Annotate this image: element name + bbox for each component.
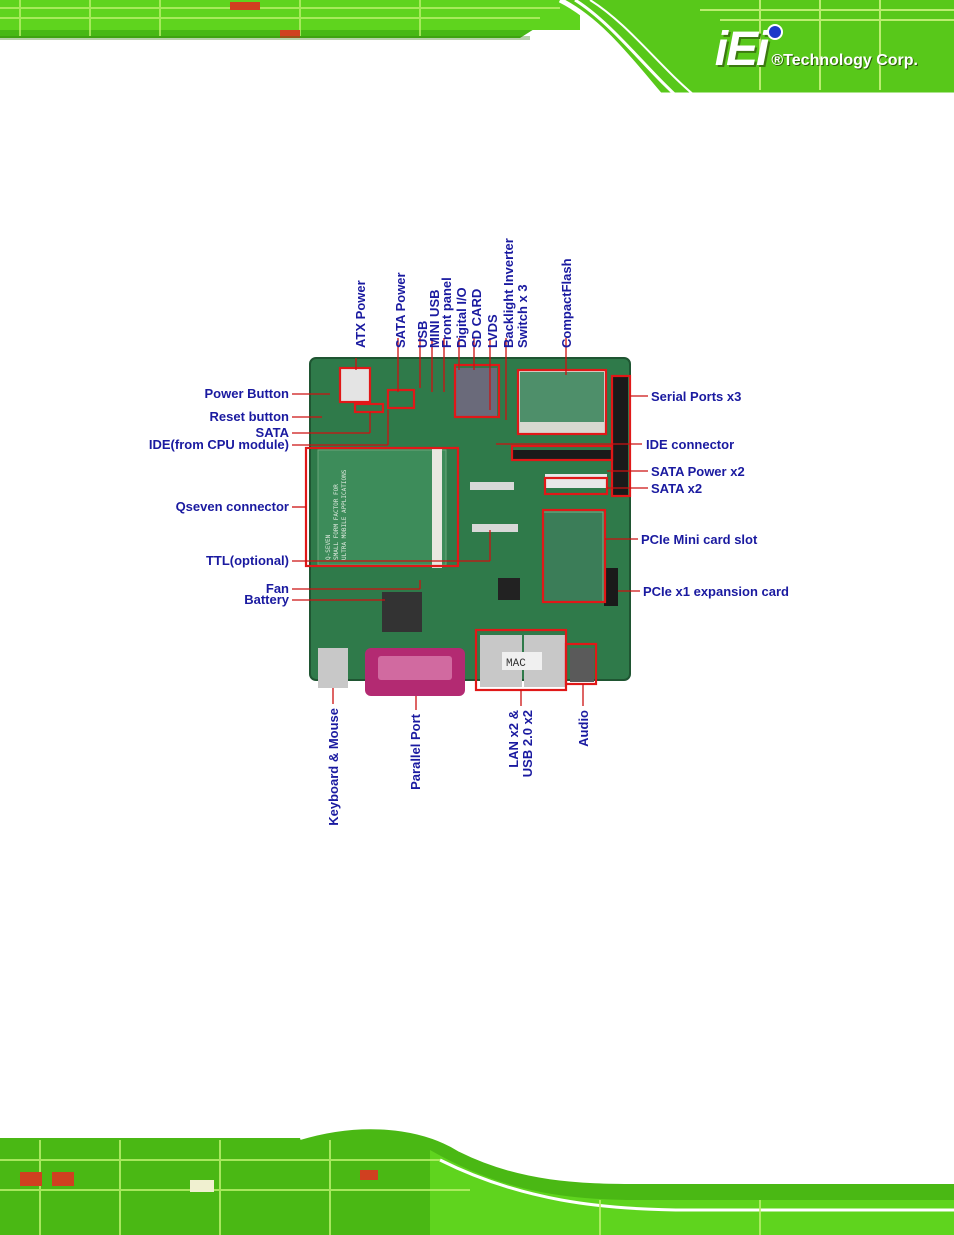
left-leaders bbox=[292, 393, 491, 601]
label-lan-x2: LAN x2 & bbox=[506, 710, 521, 768]
logo-text: ®Technology Corp. bbox=[771, 52, 918, 69]
board-photo: MAC Q-SEVEN SMALL FORM FACTOR FOR ULTRA … bbox=[309, 357, 631, 696]
label-qseven-connector: Qseven connector bbox=[176, 499, 289, 514]
label-sata-power: SATA Power bbox=[393, 272, 408, 348]
label-atx-power: ATX Power bbox=[353, 280, 368, 348]
bottom-labels: Keyboard & Mouse Parallel Port LAN x2 & … bbox=[326, 708, 591, 826]
label-compactflash: CompactFlash bbox=[559, 258, 574, 348]
label-usb-2-x2: USB 2.0 x2 bbox=[520, 710, 535, 777]
label-ttl-optional: TTL(optional) bbox=[206, 553, 289, 568]
bottom-leaders bbox=[332, 684, 584, 710]
motherboard-layout-figure: MAC Q-SEVEN SMALL FORM FACTOR FOR ULTRA … bbox=[0, 220, 954, 840]
label-battery: Battery bbox=[244, 592, 290, 607]
right-labels: Serial Ports x3 IDE connector SATA Power… bbox=[641, 389, 789, 599]
logo-dot bbox=[766, 24, 783, 40]
circuit-board-banner bbox=[0, 0, 954, 112]
label-sata-power-x2: SATA Power x2 bbox=[651, 464, 745, 479]
label-pcie-mini-card-slot: PCIe Mini card slot bbox=[641, 532, 758, 547]
label-fan: Fan bbox=[266, 581, 289, 596]
label-keyboard-mouse: Keyboard & Mouse bbox=[326, 708, 341, 826]
right-leaders bbox=[496, 395, 648, 592]
circuit-board-footer bbox=[0, 1120, 954, 1235]
board-text-1: Q-SEVEN bbox=[325, 534, 332, 560]
label-parallel-port: Parallel Port bbox=[408, 713, 423, 790]
label-sata: SATA bbox=[256, 425, 290, 440]
logo-mark: iEi bbox=[714, 23, 770, 76]
label-power-button: Power Button bbox=[205, 386, 290, 401]
top-leaders bbox=[355, 338, 567, 420]
motherboard-diagram: MAC Q-SEVEN SMALL FORM FACTOR FOR ULTRA … bbox=[149, 238, 789, 826]
board-text-3: ULTRA MOBILE APPLICATIONS bbox=[341, 469, 348, 560]
label-ide-cpu-module: IDE(from CPU module) bbox=[149, 437, 289, 452]
label-serial-ports: Serial Ports x3 bbox=[651, 389, 741, 404]
label-front-panel: Front panel bbox=[439, 277, 454, 348]
label-lvds: LVDS bbox=[485, 314, 500, 348]
label-mini-usb: MINI USB bbox=[427, 290, 442, 349]
label-sd-card: SD CARD bbox=[469, 289, 484, 348]
label-reset-button: Reset button bbox=[210, 409, 290, 424]
label-ide-connector: IDE connector bbox=[646, 437, 734, 452]
label-switch-x3: Switch x 3 bbox=[515, 284, 530, 348]
label-usb: USB bbox=[415, 321, 430, 348]
label-digital-io: Digital I/O bbox=[454, 287, 469, 348]
highlight-boxes bbox=[304, 363, 632, 692]
label-sata-x2: SATA x2 bbox=[651, 481, 702, 496]
left-labels: Power Button Reset button SATA IDE(from … bbox=[149, 386, 290, 607]
mac-sticker: MAC bbox=[506, 658, 526, 670]
label-pcie-x1-expansion-card: PCIe x1 expansion card bbox=[643, 584, 789, 599]
label-backlight-inverter: Backlight Inverter bbox=[501, 238, 516, 348]
company-logo: iEi ®Technology Corp. bbox=[714, 23, 918, 76]
label-audio: Audio bbox=[576, 710, 591, 747]
header-banner: iEi ®Technology Corp. bbox=[0, 0, 954, 112]
board-text-2: SMALL FORM FACTOR FOR bbox=[333, 484, 340, 560]
top-labels: ATX Power SATA Power USB MINI USB Front … bbox=[353, 238, 574, 348]
footer-banner bbox=[0, 1120, 954, 1235]
